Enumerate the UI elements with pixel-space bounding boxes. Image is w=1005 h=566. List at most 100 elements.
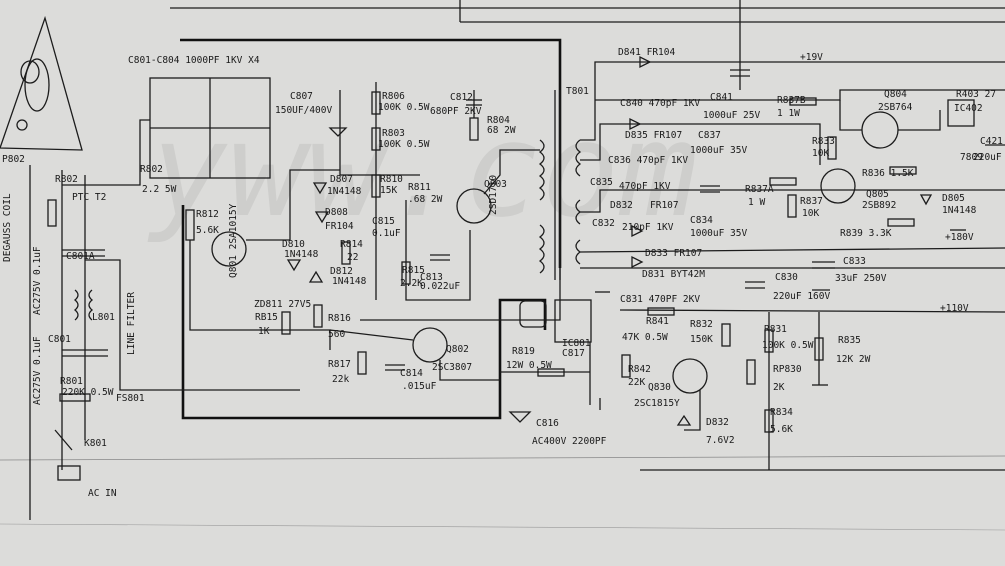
rail-180v — [579, 247, 1005, 253]
label-c837-val: 1000uF 35V — [690, 145, 747, 156]
label-c816: C816 — [536, 418, 559, 429]
t801-primary — [538, 224, 545, 274]
l801-coil — [73, 289, 79, 321]
label-r812-ref: R812 — [196, 209, 219, 220]
label-c801a: C801A — [66, 251, 95, 262]
label-r837a-ref: R837A — [745, 184, 774, 195]
label-r806-val: 100K 0.5W — [378, 102, 430, 113]
label-ac275-b: AC275V 0.1uF — [32, 336, 43, 405]
wire — [839, 100, 862, 131]
label-c833-ref: C833 — [843, 256, 866, 267]
d835-diode — [629, 117, 642, 131]
label-r801-val: 220K 0.5W — [62, 387, 114, 398]
label-c421-val: 220uF — [973, 152, 1002, 163]
wire — [62, 119, 150, 186]
label-c834-val: 1000uF 35V — [690, 228, 747, 239]
label-r802b-ref: R802 — [140, 164, 163, 175]
d832-zener — [676, 414, 692, 426]
wire — [339, 90, 420, 176]
l801-coil — [88, 289, 94, 321]
label-c813-ref: C813 — [420, 272, 443, 283]
label-r803-ref: R803 — [382, 128, 405, 139]
label-r801-ref: R801 — [60, 376, 83, 387]
label-d841: D841 FR104 — [618, 47, 675, 58]
label-c832: C832 — [592, 218, 615, 229]
degauss-dot — [16, 119, 28, 131]
label-r832-val: 150K — [690, 334, 713, 345]
label-c812-val: 680PF 2KV — [430, 106, 482, 117]
label-r835-val: 12K 2W — [836, 354, 871, 365]
label-q804-val: 2SB764 — [878, 102, 913, 113]
label-q802-val: 2SC3807 — [432, 362, 472, 373]
label-k801: K801 — [84, 438, 107, 449]
wire — [684, 390, 701, 431]
label-q805-ref: Q805 — [866, 189, 889, 200]
ground-symbol — [508, 411, 532, 423]
label-q803-ref: Q803 — [484, 179, 507, 190]
label-d805-ref: D805 — [942, 193, 965, 204]
label-c814-ref: C814 — [400, 368, 423, 379]
fold-line — [0, 455, 1005, 461]
q801-transistor — [211, 231, 247, 267]
label-r834-ref: R834 — [770, 407, 793, 418]
label-ic402-val: 7809 — [960, 152, 983, 163]
ptc-r802 — [47, 199, 57, 227]
label-c815-ref: C815 — [372, 216, 395, 227]
label-c801-c804: C801-C804 1000PF 1KV X4 — [128, 55, 260, 66]
label-q805-val: 2SB892 — [862, 200, 896, 211]
label-d807-ref: D807 — [330, 174, 353, 185]
label-d832z-ref: D832 — [706, 417, 729, 428]
label-r819-ref: R819 — [512, 346, 535, 357]
label-ptc: PTC T2 — [72, 192, 106, 203]
label-c801: C801 — [48, 334, 71, 345]
ic402-regulator — [947, 99, 975, 127]
ic801-optocoupler — [554, 299, 592, 343]
label-r814-val: 22 — [347, 252, 358, 263]
label-d812-val: 1N4148 — [332, 276, 367, 287]
label-d808-val: FR104 — [325, 221, 354, 232]
d807-diode — [312, 182, 328, 195]
q802-transistor — [412, 327, 448, 363]
r842-resistor — [621, 354, 631, 378]
label-d832z-val: 7.6V2 — [706, 435, 735, 446]
rail-35v — [580, 123, 821, 165]
label-c814-val: .015uF — [402, 381, 437, 392]
label-r832-ref: R832 — [690, 319, 713, 330]
q805-transistor — [820, 168, 856, 204]
label-r841-val: 47K 0.5W — [622, 332, 668, 343]
r815-resistor — [281, 311, 291, 335]
label-d833: D833 FR107 — [645, 248, 702, 259]
label-rp830-ref: RP830 — [773, 364, 802, 375]
label-r804-ref: R804 — [487, 115, 510, 126]
d810-diode — [286, 259, 302, 272]
r836-resistor — [889, 166, 917, 175]
r816-resistor — [313, 304, 323, 328]
label-r839: R839 3.3K — [840, 228, 892, 239]
label-r804-val: 68 2W — [487, 125, 516, 136]
label-t801: T801 — [566, 86, 589, 97]
label-c807-val: 150UF/400V — [275, 105, 332, 116]
rail-110v — [619, 309, 1005, 313]
label-d808-ref: D808 — [325, 207, 348, 218]
label-c831: C831 470PF 2KV — [620, 294, 700, 305]
label-q804-ref: Q804 — [884, 89, 907, 100]
label-r833-ref: R833 — [812, 136, 835, 147]
watermark: yww.com — [147, 94, 698, 246]
label-rp830-val: 2K — [773, 382, 785, 393]
q803-transistor — [456, 188, 492, 224]
label-r814-ref: R814 — [340, 239, 363, 250]
wire — [246, 169, 340, 241]
label-r834-val: 5.6K — [770, 424, 793, 435]
r833-resistor — [827, 136, 837, 160]
label-r812-val: 5.6K — [196, 225, 219, 236]
wire — [439, 360, 500, 381]
label-r816-val: 560 — [328, 329, 345, 340]
label-c813-val: 0.022uF — [420, 281, 460, 292]
primary-return-wire — [181, 205, 547, 420]
wire — [360, 268, 561, 321]
label-r810-ref: R810 — [380, 174, 403, 185]
label-r815-ref: RB15 — [255, 312, 278, 323]
label-r802b-val: 2.2 5W — [142, 184, 177, 195]
label-f801: FS801 — [116, 393, 145, 404]
label-r803-val: 100K 0.5W — [378, 139, 430, 150]
